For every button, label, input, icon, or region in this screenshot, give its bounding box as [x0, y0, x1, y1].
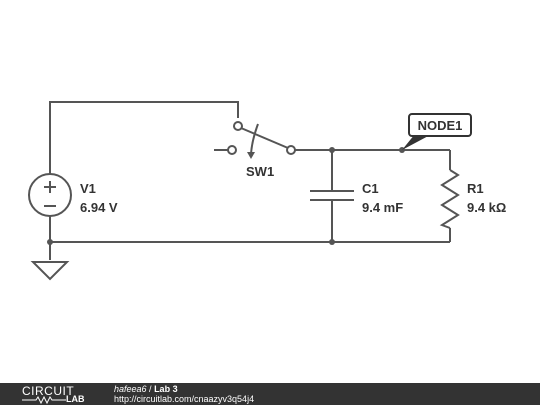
- footer-bar: CIRCUIT LAB hafeea6 / Lab 3 http://circu…: [0, 383, 540, 405]
- switch-motion-arc: [250, 123, 259, 155]
- circuit-title[interactable]: Lab 3: [154, 384, 178, 394]
- circuit-url[interactable]: http://circuitlab.com/cnaazyv3q54j4: [114, 394, 255, 404]
- circuit-info: hafeea6 / Lab 3 http://circuitlab.com/cn…: [114, 384, 254, 404]
- resistor-value: 9.4 kΩ: [467, 200, 506, 215]
- junction-dot: [329, 147, 335, 153]
- node-callout-pointer: [402, 134, 432, 150]
- junctions: [47, 147, 405, 245]
- author-name[interactable]: hafeea6: [114, 384, 147, 394]
- switch-name: SW1: [246, 164, 274, 179]
- node-label-box: [408, 113, 472, 137]
- resistor-name: R1: [467, 181, 484, 196]
- switch-arrow-head: [247, 152, 255, 159]
- ground-triangle: [30, 261, 70, 281]
- breadcrumb-separator: /: [146, 384, 155, 394]
- resistor-zigzag: [439, 169, 460, 229]
- node-label-callout[interactable]: NODE1: [402, 113, 472, 150]
- switch-terminal-right: [286, 145, 296, 155]
- wires: [49, 101, 451, 260]
- node-label: NODE1: [418, 118, 463, 133]
- switch-blade: [240, 127, 289, 149]
- voltage-source-v1[interactable]: [28, 173, 72, 217]
- circuit-diagram: NODE1 V1 6.94 V SW1 C1 9.4 mF R1 9.4 kΩ: [28, 101, 506, 281]
- source-value: 6.94 V: [80, 200, 118, 215]
- switch-sw1[interactable]: [214, 121, 296, 159]
- wire-top-left: [49, 101, 239, 174]
- circuitlab-logo[interactable]: CIRCUIT LAB: [22, 384, 96, 405]
- switch-terminal-left: [227, 145, 237, 155]
- capacitor-c1[interactable]: [310, 190, 354, 201]
- ground-symbol: [30, 261, 70, 281]
- breadcrumb: hafeea6 / Lab 3: [114, 384, 254, 394]
- junction-dot: [329, 239, 335, 245]
- logo-text-bottom: LAB: [66, 394, 85, 404]
- capacitor-name: C1: [362, 181, 379, 196]
- resistor-r1[interactable]: [439, 169, 460, 229]
- junction-dot: [47, 239, 53, 245]
- source-name: V1: [80, 181, 96, 196]
- logo-text-top: CIRCUIT: [22, 384, 75, 398]
- capacitor-value: 9.4 mF: [362, 200, 403, 215]
- voltage-source-symbol: [28, 173, 72, 217]
- logo-resistor-icon: [22, 395, 66, 405]
- switch-terminal-pivot: [233, 121, 243, 131]
